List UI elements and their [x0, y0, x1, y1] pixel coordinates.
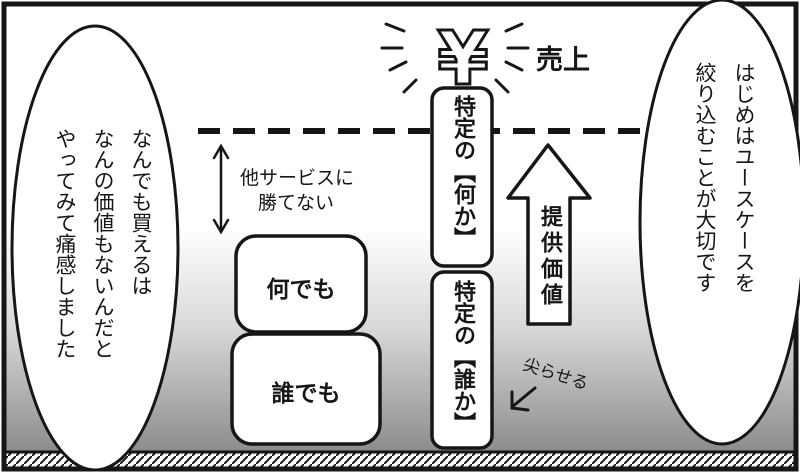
floor-hatching — [4, 452, 796, 468]
speech-left-line-3: やってみて痛感しました — [53, 128, 77, 359]
svg-text:¥: ¥ — [437, 16, 489, 102]
sparkle-lines — [380, 22, 530, 94]
value-arrow-label: 提供価値 — [537, 205, 562, 309]
value-up-arrow — [506, 143, 592, 326]
yen-icon: ¥ — [436, 15, 491, 104]
revenue-label: 売上 — [536, 45, 590, 76]
gap-label-line-1: 他サービスに — [240, 167, 355, 189]
pillar-top-block — [430, 86, 494, 268]
speech-right-line-1: はじめはユースケースを — [732, 62, 756, 293]
gap-double-arrow — [212, 143, 230, 235]
box-anyone — [230, 332, 382, 446]
pillar-bottom-block — [430, 270, 494, 450]
sharpen-arrow-icon — [510, 386, 537, 412]
box-anyone-label: 誰でも — [271, 381, 341, 407]
speech-balloon-right — [638, 0, 800, 446]
speech-left-line-2: なんの価値もないんだと — [91, 128, 115, 359]
gap-label-line-2: 勝てない — [258, 192, 335, 214]
box-anything-label: 何でも — [266, 277, 336, 303]
pillar-bottom-label: 特定の【誰か】 — [450, 280, 475, 434]
box-anything — [234, 234, 368, 334]
speech-balloon-left — [10, 24, 180, 472]
speech-right-line-2: 絞り込むことが大切です — [693, 62, 717, 293]
speech-left-line-1: なんでも買えるは — [129, 128, 153, 296]
pillar-top-label: 特定の【何か】 — [450, 95, 475, 249]
